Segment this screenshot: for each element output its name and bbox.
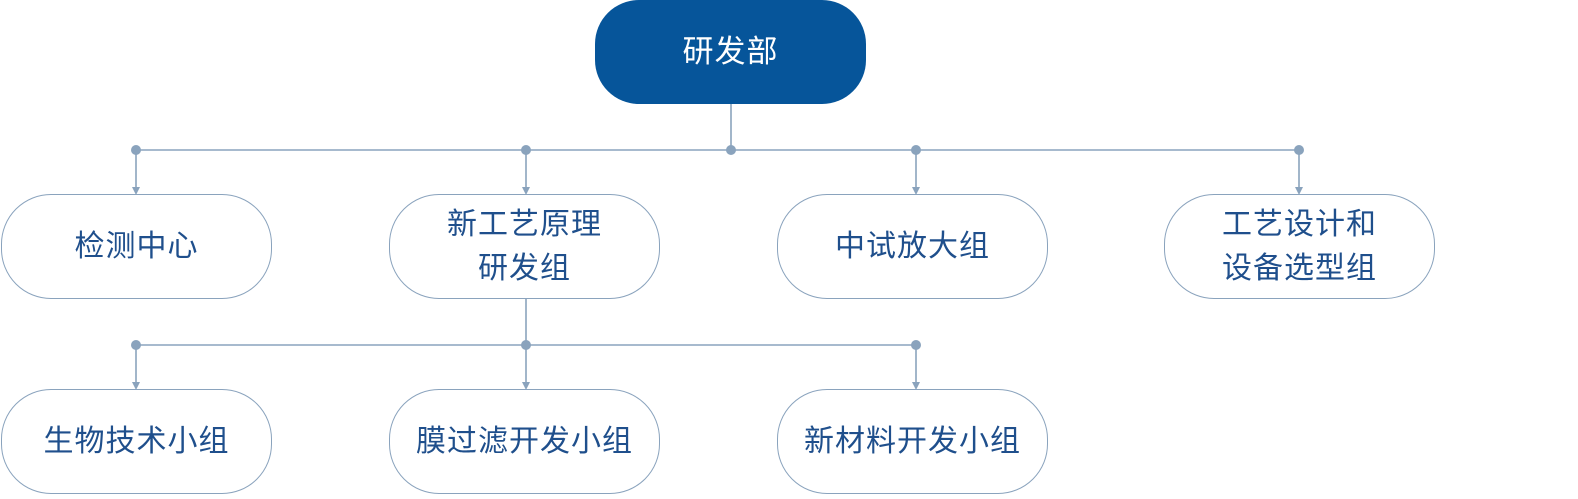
level1-node-process-design: 工艺设计和 设备选型组: [1164, 194, 1435, 299]
root-node: 研发部: [595, 0, 866, 104]
node-label-line: 生物技术小组: [43, 423, 230, 459]
junction-dot: [726, 145, 736, 155]
level2-node-membrane-filtration: 膜过滤开发小组: [389, 389, 660, 494]
level1-node-new-process-rd: 新工艺原理 研发组: [389, 194, 660, 299]
level2-node-biotech: 生物技术小组: [1, 389, 272, 494]
node-label-line: 新工艺原理: [447, 206, 602, 242]
level1-node-testing-center: 检测中心: [1, 194, 272, 299]
level1-node-pilot-scale: 中试放大组: [777, 194, 1048, 299]
node-label-line: 检测中心: [74, 228, 199, 264]
node-label-line: 研发组: [478, 250, 571, 286]
node-label-line: 工艺设计和: [1222, 206, 1377, 242]
level2-node-new-materials: 新材料开发小组: [777, 389, 1048, 494]
node-label-line: 设备选型组: [1222, 250, 1377, 286]
node-label-line: 中试放大组: [835, 228, 990, 264]
node-label-line: 膜过滤开发小组: [416, 423, 633, 459]
node-label-line: 新材料开发小组: [804, 423, 1021, 459]
root-node-label: 研发部: [682, 34, 779, 70]
